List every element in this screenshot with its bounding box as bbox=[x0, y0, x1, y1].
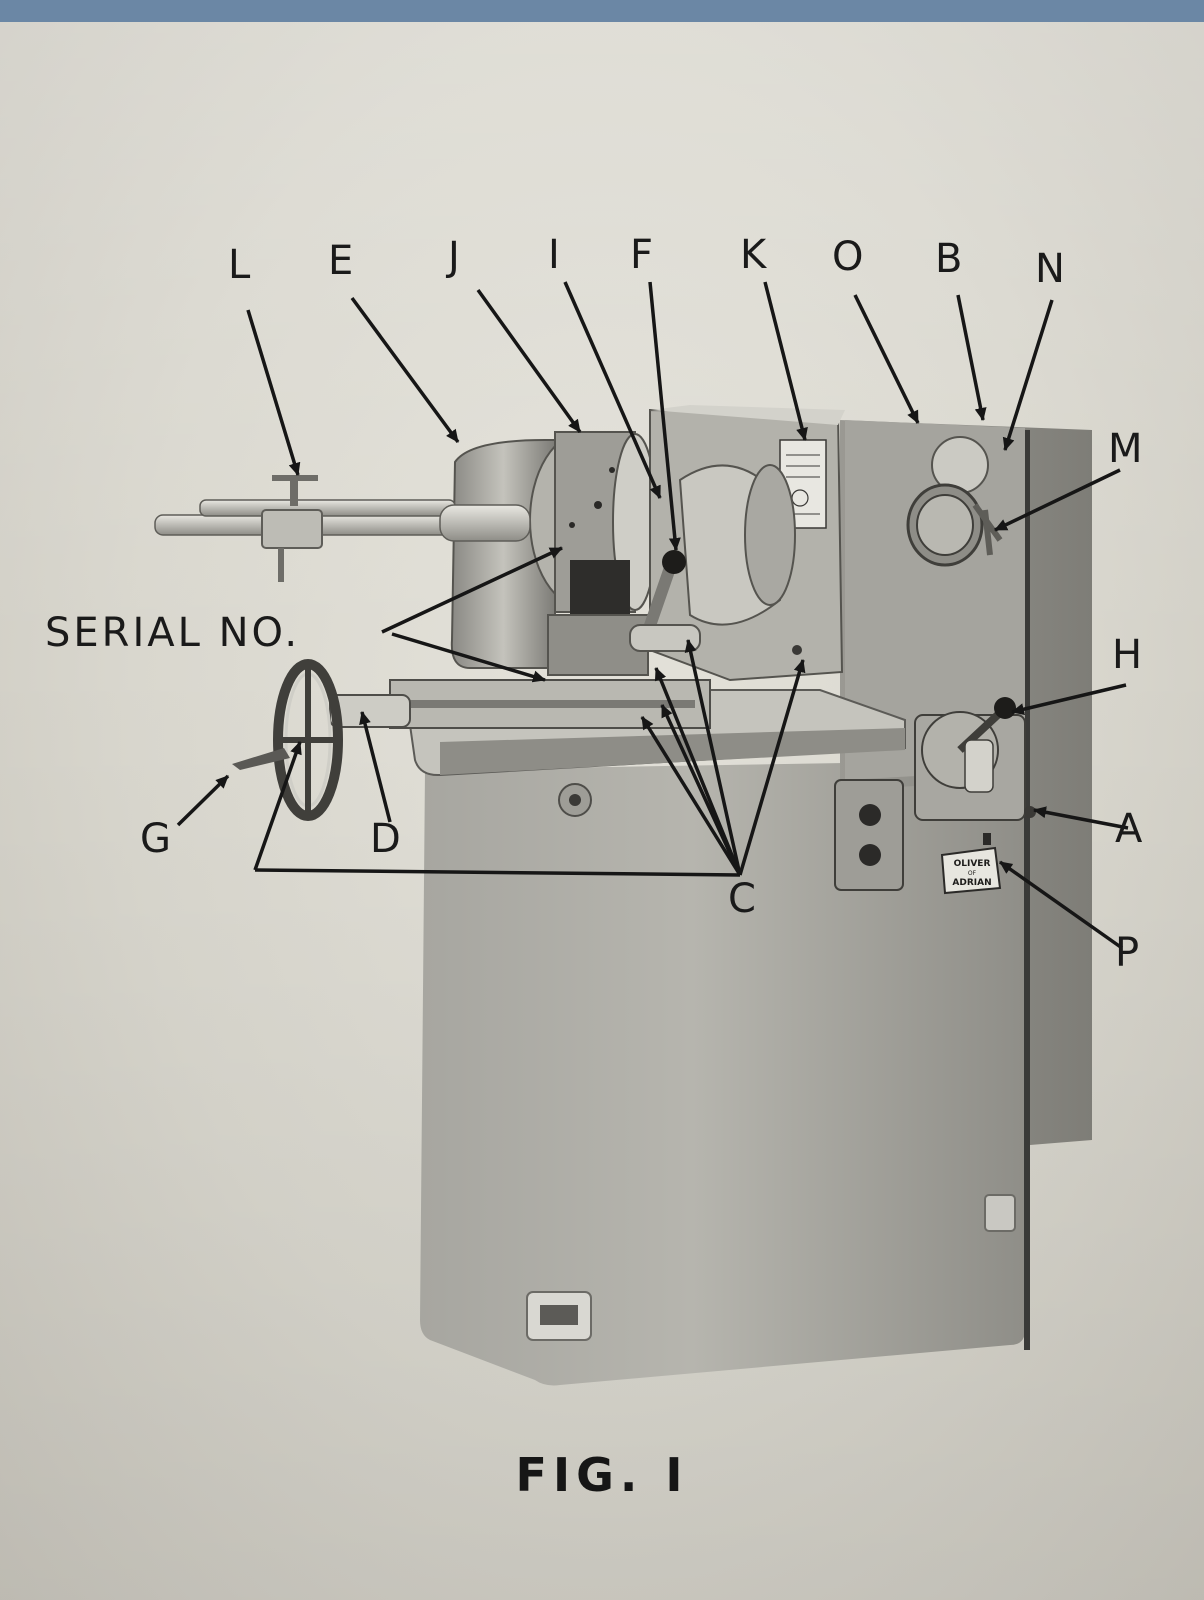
handwheel bbox=[232, 659, 411, 821]
nameplate-line-3: ADRIAN bbox=[952, 878, 991, 888]
leader-C-3 bbox=[684, 639, 742, 876]
leader-E bbox=[350, 296, 460, 444]
leader-P bbox=[998, 860, 1124, 950]
leader-D bbox=[359, 711, 392, 823]
label-G: G bbox=[140, 816, 173, 862]
label-I: I bbox=[548, 232, 562, 278]
label-M: M bbox=[1108, 426, 1145, 472]
serial-number-label: SERIAL NO. bbox=[45, 610, 300, 656]
leader-B bbox=[956, 294, 987, 421]
leader-M bbox=[994, 468, 1121, 532]
leader-serial-lower bbox=[391, 632, 546, 683]
leader-I bbox=[563, 281, 662, 499]
label-F: F bbox=[630, 232, 655, 278]
leader-C-1 bbox=[640, 716, 742, 876]
wheel-head bbox=[629, 405, 845, 682]
leader-O bbox=[853, 294, 920, 424]
top-blue-strip bbox=[0, 0, 1204, 22]
figure-caption: FIG. I bbox=[515, 1448, 689, 1502]
label-P: P bbox=[1115, 930, 1141, 976]
label-K: K bbox=[740, 232, 768, 278]
label-L: L bbox=[228, 242, 252, 288]
label-E: E bbox=[328, 238, 355, 284]
spindle-bar bbox=[154, 475, 531, 582]
leader-K bbox=[763, 281, 808, 441]
leader-lines bbox=[176, 281, 1129, 950]
leader-J bbox=[476, 288, 582, 434]
leader-C-4 bbox=[654, 667, 742, 876]
leader-G bbox=[176, 774, 230, 827]
workhead bbox=[450, 431, 658, 676]
label-O: O bbox=[832, 234, 865, 280]
label-B: B bbox=[935, 236, 964, 282]
leader-N bbox=[1002, 299, 1054, 451]
leader-C-5 bbox=[738, 659, 806, 876]
nameplate-line-1: OLIVER bbox=[954, 859, 991, 869]
leader-C-base bbox=[254, 868, 741, 877]
leader-A bbox=[1033, 806, 1129, 830]
leader-C-handwheel bbox=[253, 741, 302, 871]
callout-labels: L E J I F K O B N M H A P C D G SERIAL N… bbox=[45, 232, 1145, 976]
label-N: N bbox=[1035, 246, 1067, 292]
leader-F bbox=[648, 281, 681, 551]
nameplate-line-2: OF bbox=[968, 870, 977, 877]
leader-L bbox=[246, 309, 301, 476]
label-C: C bbox=[728, 876, 758, 922]
label-D: D bbox=[370, 816, 403, 862]
label-A: A bbox=[1115, 806, 1144, 852]
leader-H bbox=[1011, 683, 1127, 716]
label-H: H bbox=[1112, 632, 1144, 678]
work-table bbox=[389, 679, 906, 817]
control-panel: OLIVER OF ADRIAN bbox=[834, 436, 1036, 895]
leader-serial-upper bbox=[381, 546, 563, 634]
label-J: J bbox=[445, 234, 462, 280]
